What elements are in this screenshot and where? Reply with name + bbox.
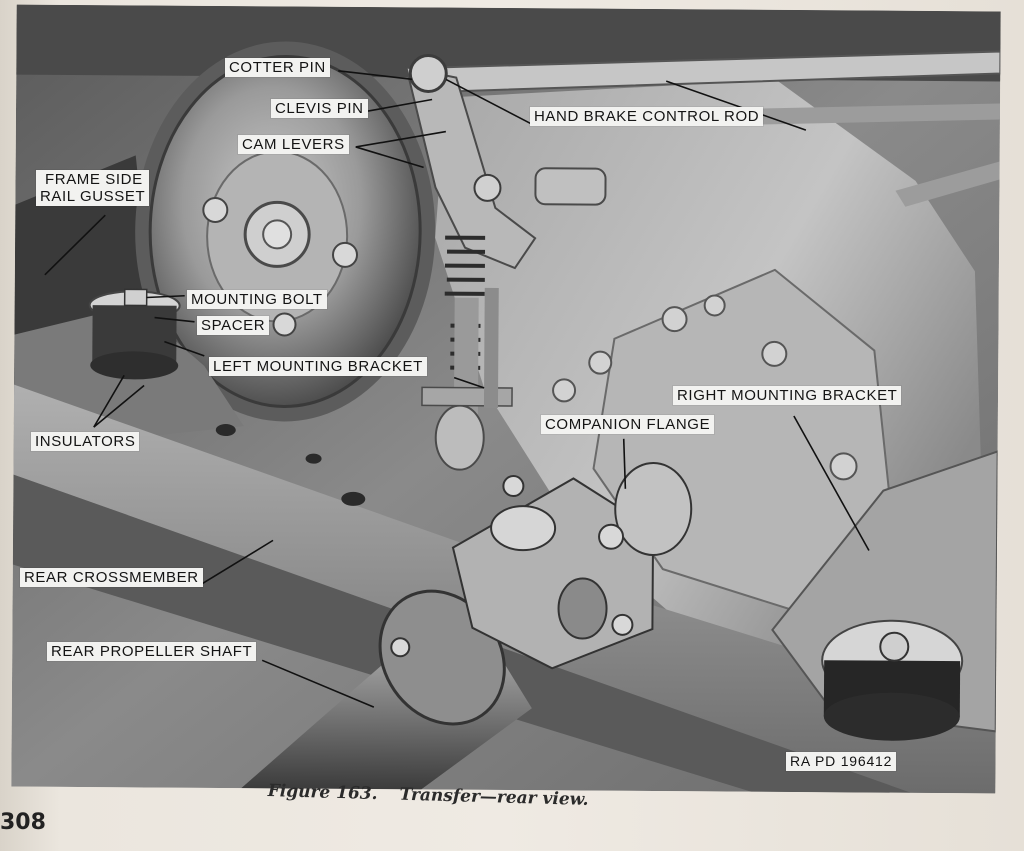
label-rear-crossmember: REAR CROSSMEMBER (20, 568, 203, 587)
label-hand-brake-control-rod: HAND BRAKE CONTROL ROD (530, 107, 764, 126)
label-clevis-pin: CLEVIS PIN (271, 99, 368, 118)
figure-caption-text: Transfer—rear view. (399, 784, 589, 810)
figure-number: Figure 163. (267, 781, 378, 805)
label-frame-side-rail-gusset: FRAME SIDE RAIL GUSSET (36, 170, 150, 206)
label-left-mounting-bracket: LEFT MOUNTING BRACKET (209, 357, 427, 376)
label-cotter-pin: COTTER PIN (225, 58, 330, 77)
label-frame-side-rail-gusset-line2: RAIL GUSSET (40, 188, 146, 205)
label-insulators: INSULATORS (31, 432, 140, 451)
label-companion-flange: COMPANION FLANGE (541, 415, 715, 434)
label-rear-propeller-shaft: REAR PROPELLER SHAFT (47, 642, 257, 661)
label-spacer: SPACER (197, 316, 270, 335)
label-frame-side-rail-gusset-line1: FRAME SIDE (45, 171, 143, 188)
label-mounting-bolt: MOUNTING BOLT (187, 290, 327, 309)
page-number: 308 (0, 810, 46, 835)
label-right-mounting-bracket: RIGHT MOUNTING BRACKET (673, 386, 902, 405)
figure-reference-code: RA PD 196412 (786, 752, 897, 771)
label-cam-levers: CAM LEVERS (238, 135, 349, 154)
